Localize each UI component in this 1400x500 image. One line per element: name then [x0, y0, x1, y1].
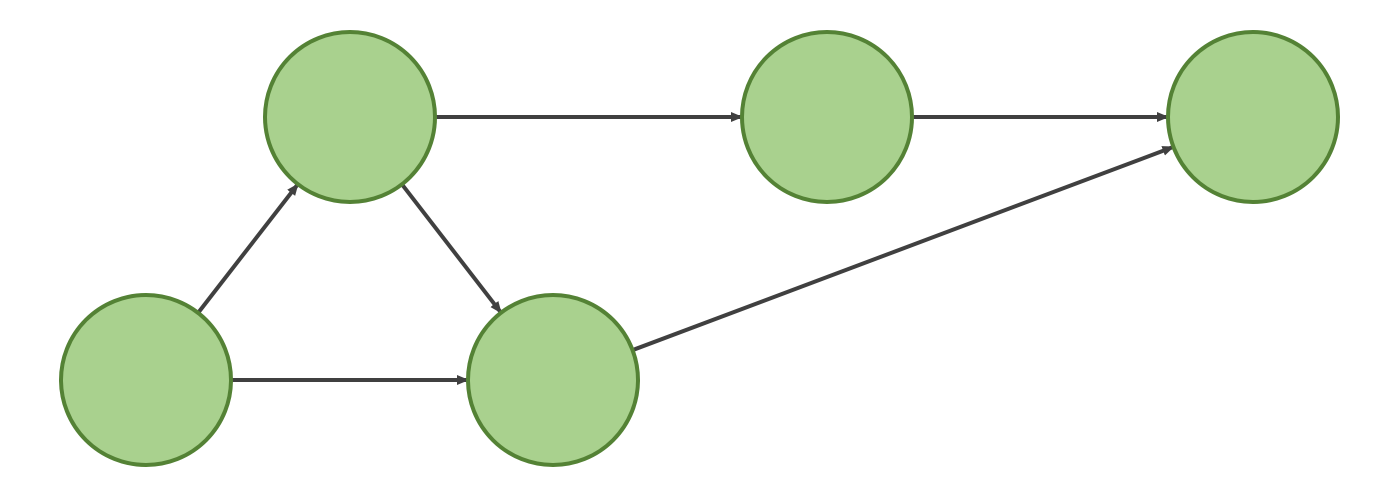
node-circle-n2	[263, 30, 437, 204]
node-n1	[59, 293, 233, 467]
nodes-layer	[59, 30, 1340, 467]
node-circle-n5	[1166, 30, 1340, 204]
edges-layer	[196, 112, 1175, 385]
node-n3	[740, 30, 914, 204]
node-circle-n1	[59, 293, 233, 467]
node-circle-n4	[466, 293, 640, 467]
node-n4	[466, 293, 640, 467]
node-n2	[263, 30, 437, 204]
edge-n1-to-n2	[196, 182, 300, 315]
node-circle-n3	[740, 30, 914, 204]
edge-n2-to-n4	[400, 183, 503, 314]
edge-n4-to-n5	[631, 145, 1175, 352]
node-n5	[1166, 30, 1340, 204]
